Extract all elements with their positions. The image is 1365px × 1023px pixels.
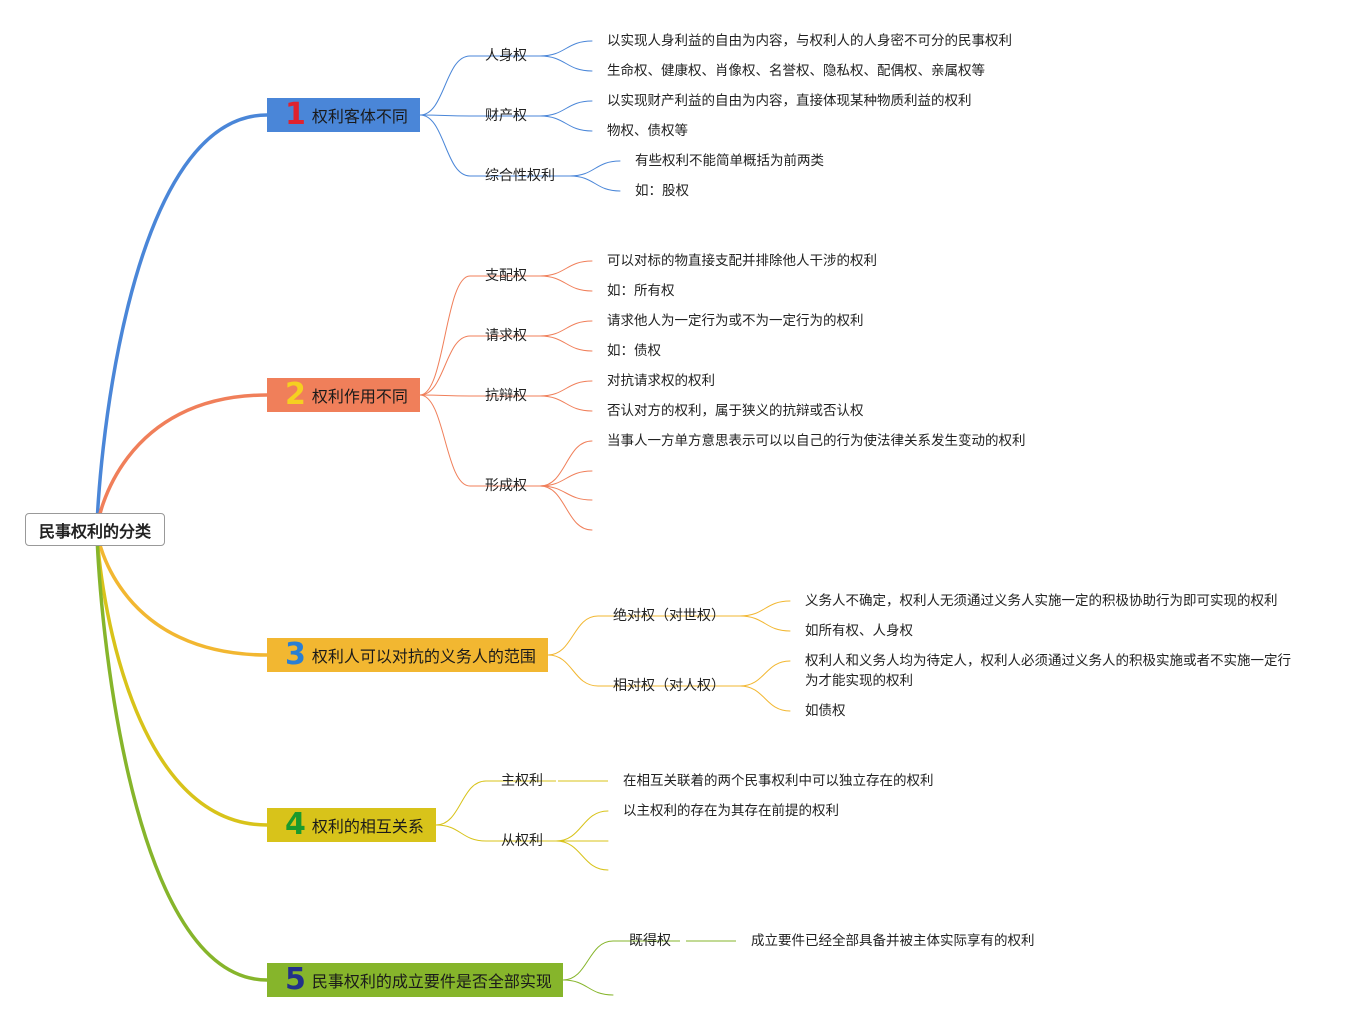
sub-1-2-leaf-0 — [569, 160, 621, 177]
branch-5-to-sub-0 — [562, 940, 614, 981]
sub-1-1-leaf-0 — [539, 100, 593, 117]
branch-5[interactable]: 5 民事权利的成立要件是否全部实现 — [267, 963, 563, 997]
leaf-absolute-def[interactable]: 义务人不确定，权利人无须通过义务人实施一定的积极协助行为即可实现的权利 — [805, 593, 1278, 609]
sub-comprehensive-right[interactable]: 综合性权利 — [485, 168, 555, 184]
root-to-branch-4 — [95, 528, 269, 827]
sub-defense-right[interactable]: 抗辩权 — [485, 388, 527, 404]
leaf-property-def[interactable]: 以实现财产利益的自由为内容，直接体现某种物质利益的权利 — [607, 93, 972, 109]
sub-relative-right[interactable]: 相对权（对人权） — [613, 678, 725, 694]
branch-4-number: 4 — [285, 807, 306, 842]
sub-formation-right[interactable]: 形成权 — [485, 478, 527, 494]
leaf-dominion-example[interactable]: 如：所有权 — [607, 283, 675, 299]
sub-4-1-leaf-2 — [555, 840, 609, 871]
sub-2-0-leaf-0 — [539, 260, 593, 277]
sub-1-0-leaf-1 — [539, 55, 593, 72]
leaf-comprehensive-example[interactable]: 如：股权 — [635, 183, 689, 199]
root-to-branch-1 — [95, 113, 269, 532]
sub-1-2-leaf-1 — [569, 175, 621, 192]
branch-3[interactable]: 3 权利人可以对抗的义务人的范围 — [267, 638, 548, 672]
branch-3-to-sub-0 — [547, 615, 599, 656]
leaf-relative-example[interactable]: 如债权 — [805, 703, 846, 719]
branch-2-to-sub-3 — [419, 394, 471, 487]
sub-vested-right[interactable]: 既得权 — [629, 933, 671, 949]
branch-3-number: 3 — [285, 637, 306, 672]
leaf-relative-def[interactable]: 权利人和义务人均为待定人，权利人必须通过义务人的积极实施或者不实施一定行为才能实… — [805, 653, 1291, 689]
sub-claim-right[interactable]: 请求权 — [485, 328, 527, 344]
sub-2-3-leaf-0 — [539, 440, 593, 487]
sub-3-1-leaf-0 — [739, 660, 791, 687]
leaf-absolute-example[interactable]: 如所有权、人身权 — [805, 623, 913, 639]
root-to-branch-2 — [95, 393, 269, 532]
sub-4-1-leaf-0 — [555, 810, 609, 842]
sub-absolute-right[interactable]: 绝对权（对世权） — [613, 608, 725, 624]
leaf-defense-narrow[interactable]: 否认对方的权利，属于狭义的抗辩或否认权 — [607, 403, 864, 419]
sub-personal-right[interactable]: 人身权 — [485, 48, 527, 64]
branch-4-to-sub-0 — [435, 780, 487, 826]
sub-1-1-leaf-1 — [539, 115, 593, 132]
branch-1-number: 1 — [285, 97, 306, 132]
sub-2-3-leaf-3 — [539, 485, 593, 531]
leaf-claim-example[interactable]: 如：债权 — [607, 343, 661, 359]
leaf-accessory-def[interactable]: 以主权利的存在为其存在前提的权利 — [623, 803, 839, 819]
leaf-personal-examples[interactable]: 生命权、健康权、肖像权、名誉权、隐私权、配偶权、亲属权等 — [607, 63, 985, 79]
leaf-formation-def[interactable]: 当事人一方单方意思表示可以以自己的行为使法律关系发生变动的权利 — [607, 433, 1026, 449]
branch-2-to-sub-1 — [419, 335, 471, 396]
sub-accessory-right[interactable]: 从权利 — [501, 833, 543, 849]
leaf-vested-def[interactable]: 成立要件已经全部具备并被主体实际享有的权利 — [751, 933, 1035, 949]
sub-3-0-leaf-0 — [739, 600, 791, 617]
branch-4-label: 权利的相互关系 — [311, 817, 424, 836]
leaf-property-examples[interactable]: 物权、债权等 — [607, 123, 688, 139]
branch-1-to-sub-1 — [419, 114, 471, 117]
branch-2-number: 2 — [285, 377, 306, 412]
branch-2[interactable]: 2 权利作用不同 — [267, 378, 420, 412]
branch-5-label: 民事权利的成立要件是否全部实现 — [311, 972, 552, 991]
root-to-branch-5 — [95, 528, 269, 982]
sub-1-0-leaf-0 — [539, 40, 593, 57]
root-node[interactable]: 民事权利的分类 — [25, 513, 165, 546]
sub-2-2-leaf-0 — [539, 380, 593, 397]
branch-5-to-sub-1 — [562, 979, 614, 996]
sub-3-0-leaf-1 — [739, 615, 791, 632]
branch-4[interactable]: 4 权利的相互关系 — [267, 808, 436, 842]
leaf-personal-def[interactable]: 以实现人身利益的自由为内容，与权利人的人身密不可分的民事权利 — [607, 33, 1012, 49]
leaf-claim-def[interactable]: 请求他人为一定行为或不为一定行为的权利 — [607, 313, 864, 329]
leaf-principal-def[interactable]: 在相互关联着的两个民事权利中可以独立存在的权利 — [623, 773, 934, 789]
branch-1[interactable]: 1 权利客体不同 — [267, 98, 420, 132]
sub-property-right[interactable]: 财产权 — [485, 108, 527, 124]
root-to-branch-3 — [95, 528, 269, 657]
branch-1-to-sub-2 — [419, 114, 471, 177]
branch-2-to-sub-2 — [419, 394, 471, 397]
sub-2-2-leaf-1 — [539, 395, 593, 412]
branch-1-label: 权利客体不同 — [311, 107, 408, 126]
sub-3-1-leaf-1 — [739, 685, 791, 712]
branch-2-label: 权利作用不同 — [311, 387, 408, 406]
leaf-defense-def[interactable]: 对抗请求权的权利 — [607, 373, 715, 389]
sub-2-3-leaf-1 — [539, 470, 593, 487]
sub-2-0-leaf-1 — [539, 275, 593, 292]
branch-4-to-sub-1 — [435, 824, 487, 842]
sub-2-1-leaf-1 — [539, 335, 593, 352]
branch-1-to-sub-0 — [419, 55, 471, 116]
sub-dominion-right[interactable]: 支配权 — [485, 268, 527, 284]
sub-2-3-leaf-2 — [539, 485, 593, 501]
leaf-comprehensive-def[interactable]: 有些权利不能简单概括为前两类 — [635, 153, 824, 169]
leaf-dominion-def[interactable]: 可以对标的物直接支配并排除他人干涉的权利 — [607, 253, 877, 269]
branch-5-number: 5 — [285, 962, 306, 997]
sub-principal-right[interactable]: 主权利 — [501, 773, 543, 789]
sub-2-1-leaf-0 — [539, 320, 593, 337]
branch-2-to-sub-0 — [419, 275, 471, 396]
branch-3-label: 权利人可以对抗的义务人的范围 — [311, 647, 536, 666]
branch-3-to-sub-1 — [547, 654, 599, 687]
